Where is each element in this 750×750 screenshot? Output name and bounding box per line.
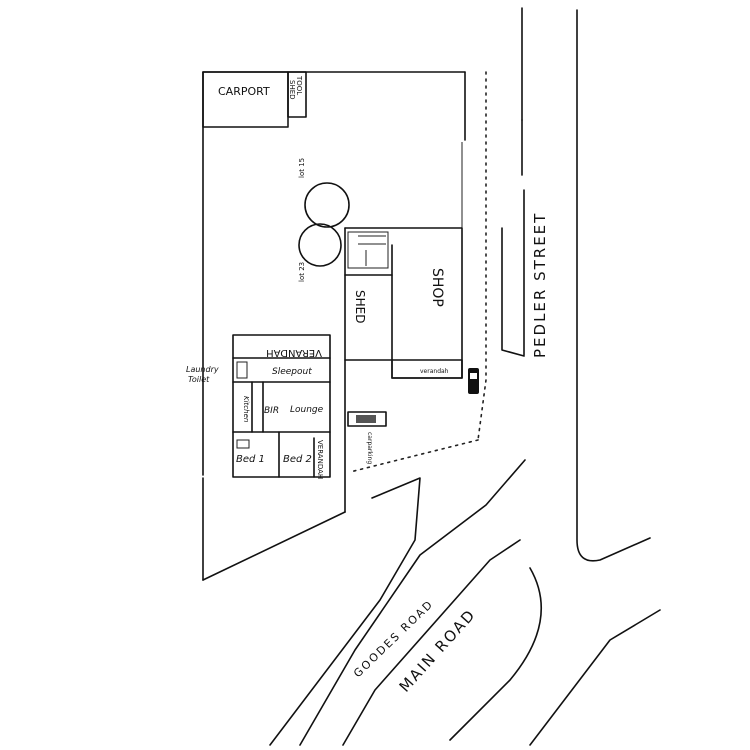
sleepout-label: Sleepout — [272, 367, 312, 377]
verandah-side-label: VERANDAH — [316, 440, 324, 479]
main-road — [269, 459, 661, 746]
bed2-label: Bed 2 — [283, 454, 312, 465]
shed-label: SHED — [353, 290, 367, 323]
kitchen-label: Kitchen — [242, 396, 250, 422]
shop-verandah-label: verandah — [420, 368, 449, 375]
pedler-street-label: PEDLER STREET — [531, 212, 549, 358]
tool-shed-label-2: SHED — [288, 80, 296, 100]
pedler-street — [521, 7, 651, 562]
toilet-label: Toilet — [188, 375, 210, 384]
kerb-structure — [501, 227, 525, 357]
parked-car-icon — [347, 411, 387, 427]
lot-15-label: lot 15 — [298, 158, 306, 178]
shop-label: SHOP — [429, 268, 445, 307]
house-verandah-label: VERANDAH — [266, 347, 322, 358]
carport — [202, 71, 307, 128]
bed1-label: Bed 1 — [236, 454, 265, 465]
lounge-label: Lounge — [290, 405, 324, 415]
house — [232, 334, 331, 478]
water-tanks — [298, 182, 350, 267]
carparking-label: carparking — [366, 432, 373, 464]
shed — [344, 274, 393, 378]
carport-label: CARPORT — [218, 85, 270, 98]
lot-23-label: lot 23 — [298, 262, 306, 282]
bir-label: BIR — [264, 406, 279, 416]
car-icon — [468, 368, 479, 394]
tool-shed-label-1: TOOL — [295, 75, 303, 95]
laundry-label: Laundry — [186, 365, 219, 374]
